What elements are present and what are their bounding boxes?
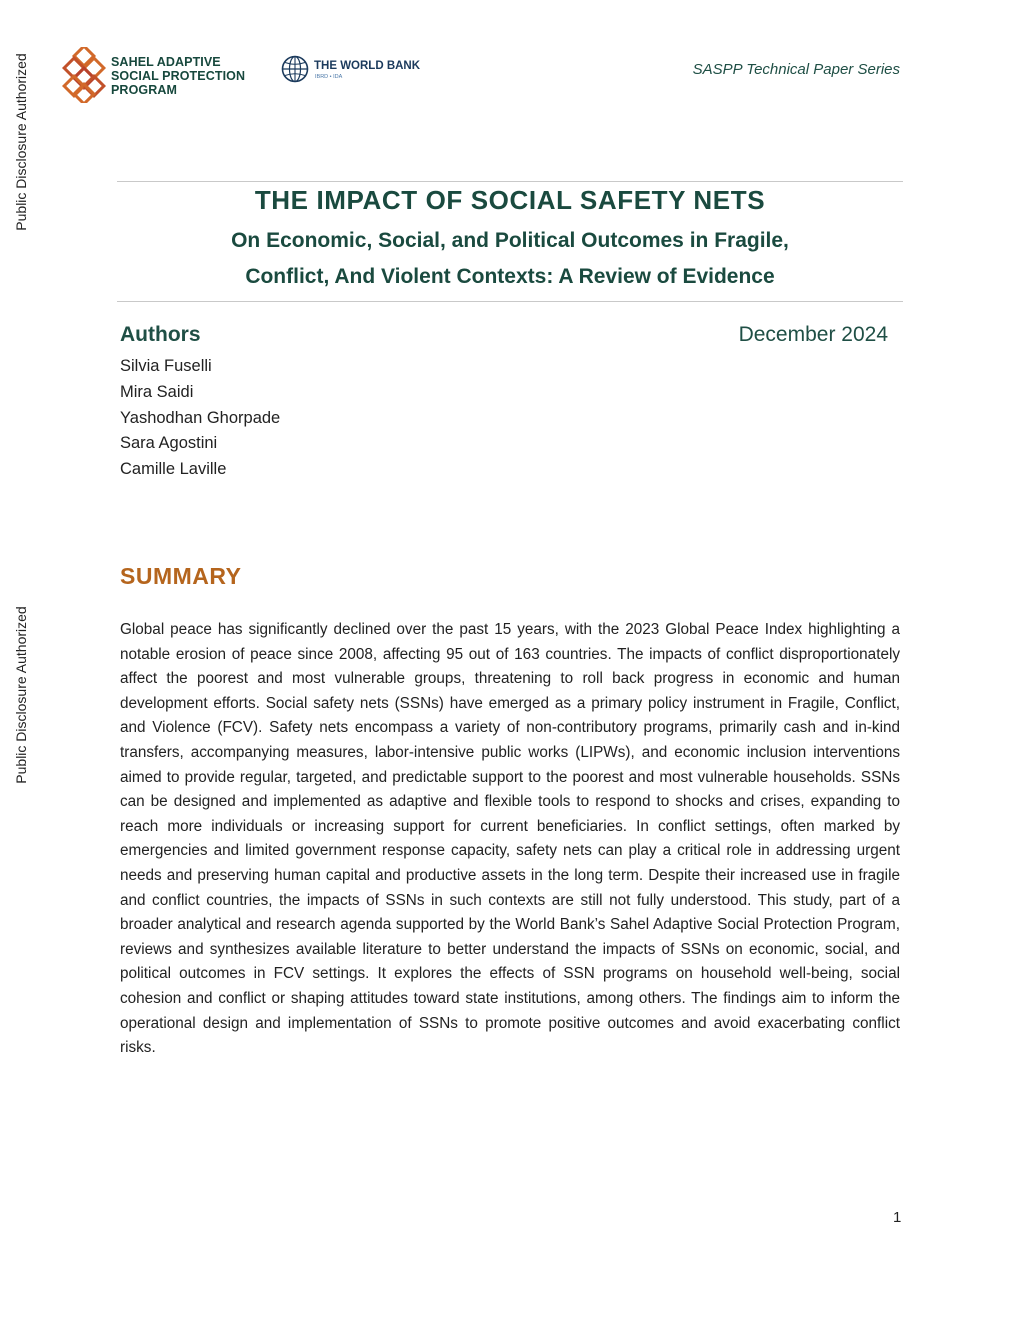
authors-list: Silvia Fuselli Mira Saidi Yashodhan Ghor…	[120, 354, 280, 483]
page-number: 1	[893, 1209, 902, 1226]
saspp-knot-logo-icon	[62, 47, 106, 103]
series-label: SASPP Technical Paper Series	[692, 61, 900, 78]
page-title: THE IMPACT OF SOCIAL SAFETY NETS	[254, 185, 766, 215]
title-bottom-divider	[117, 301, 903, 302]
saspp-logo-line: SAHEL ADAPTIVE	[111, 55, 221, 69]
disclosure-label-top: Public Disclosure Authorized	[13, 53, 29, 231]
saspp-logo-text: SAHEL ADAPTIVE SOCIAL PROTECTION PROGRAM	[111, 55, 245, 97]
author-name: Yashodhan Ghorpade	[120, 408, 281, 427]
author-name: Silvia Fuselli	[120, 357, 212, 375]
authors-heading: Authors	[120, 323, 201, 346]
world-bank-name: THE WORLD BANK	[314, 60, 421, 72]
author-name: Sara Agostini	[120, 434, 218, 453]
page-subtitle-line-2: Conflict, And Violent Contexts: A Review…	[245, 265, 775, 288]
world-bank-globe-icon	[281, 55, 309, 83]
page-subtitle-line-1: On Economic, Social, and Political Outco…	[231, 229, 789, 252]
author-name: Camille Laville	[120, 460, 227, 479]
author-name: Mira Saidi	[120, 382, 194, 401]
saspp-logo-line: PROGRAM	[111, 83, 177, 97]
summary-paragraph: Global peace has significantly declined …	[120, 621, 900, 1057]
saspp-logo-line: SOCIAL PROTECTION	[111, 69, 246, 83]
title-top-divider	[117, 181, 903, 182]
summary-heading: SUMMARY	[120, 563, 242, 589]
publication-date: December 2024	[738, 323, 888, 346]
world-bank-subtitle: IBRD • IDA	[315, 74, 343, 80]
disclosure-label-bottom: Public Disclosure Authorized	[13, 606, 29, 784]
